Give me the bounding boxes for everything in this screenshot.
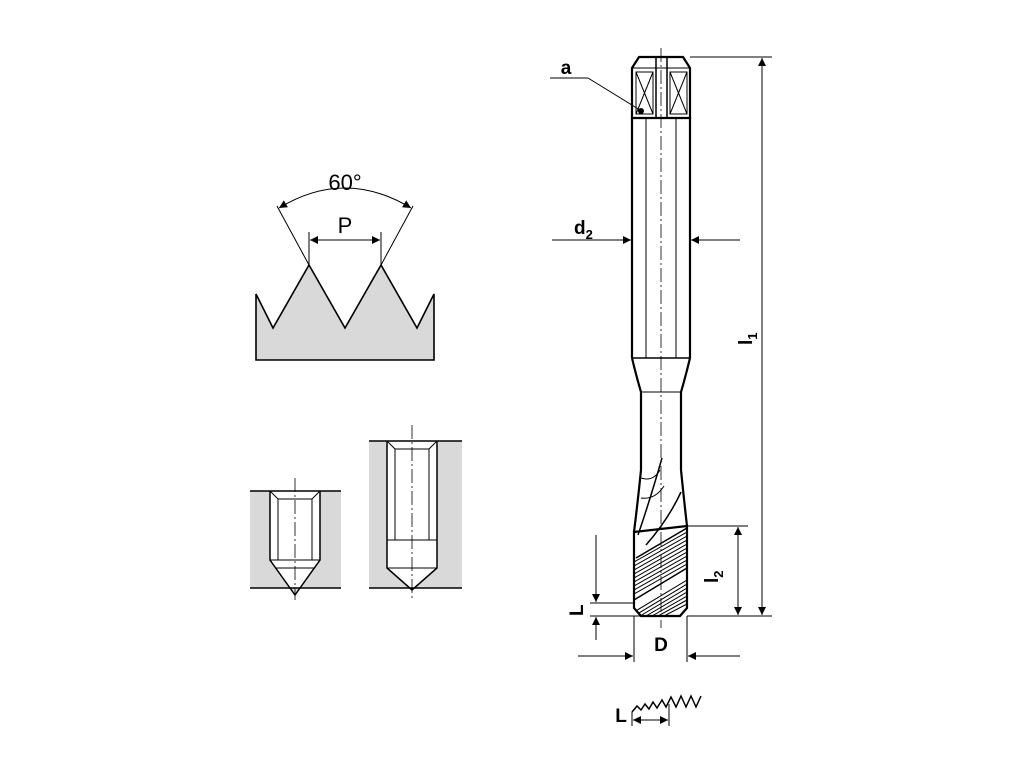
blind-hole-section-short: [250, 478, 341, 600]
pitch-label: P: [338, 213, 353, 238]
chamfer-label: L: [567, 604, 588, 616]
thread-profile-section: [255, 263, 435, 361]
tap-tool: [630, 48, 692, 628]
chamfer-detail-label: L: [615, 706, 627, 727]
thread-length-label: l2: [702, 570, 726, 583]
tap-dimensions: a d2 l1 l2 L D: [550, 56, 772, 662]
angle-dimension-arc: [278, 187, 412, 209]
overall-length-label: l1: [736, 332, 760, 345]
shank-diameter-label: d2: [574, 218, 593, 242]
blind-hole-section-long: [369, 425, 462, 600]
square-label: a: [561, 58, 572, 79]
chamfer-detail: L: [615, 694, 702, 727]
nominal-diameter-label: D: [654, 635, 668, 656]
thread-profile: 60° P: [255, 170, 435, 361]
angle-label: 60°: [328, 170, 361, 195]
